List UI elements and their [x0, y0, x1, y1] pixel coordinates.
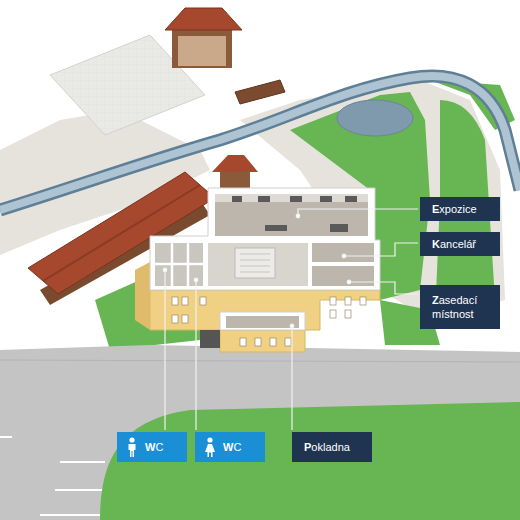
road-edge — [0, 360, 520, 362]
callout-label: WC — [223, 440, 241, 454]
building — [135, 188, 380, 352]
male-icon — [126, 437, 138, 457]
callout-label: Zasedací místnost — [432, 293, 492, 321]
footbridge — [235, 80, 285, 104]
restroom-callout: WC — [195, 432, 265, 462]
pond — [337, 100, 413, 136]
female-icon — [204, 437, 216, 457]
room-callout: Expozice — [420, 197, 500, 221]
callout-label: Pokladna — [304, 440, 350, 454]
leader-lines — [163, 209, 418, 430]
parking-lines — [0, 437, 105, 515]
callout-label: Expozice — [432, 202, 477, 216]
road — [0, 345, 520, 520]
callout-label: Kancelář — [432, 237, 476, 251]
callout-label: WC — [145, 440, 163, 454]
lawn — [100, 402, 520, 520]
restroom-callout: WC — [117, 432, 187, 462]
room-callout: Zasedací místnost — [420, 285, 500, 329]
room-callout: Kancelář — [420, 232, 500, 256]
gazebo — [165, 8, 242, 68]
room-callout: Pokladna — [292, 432, 372, 462]
